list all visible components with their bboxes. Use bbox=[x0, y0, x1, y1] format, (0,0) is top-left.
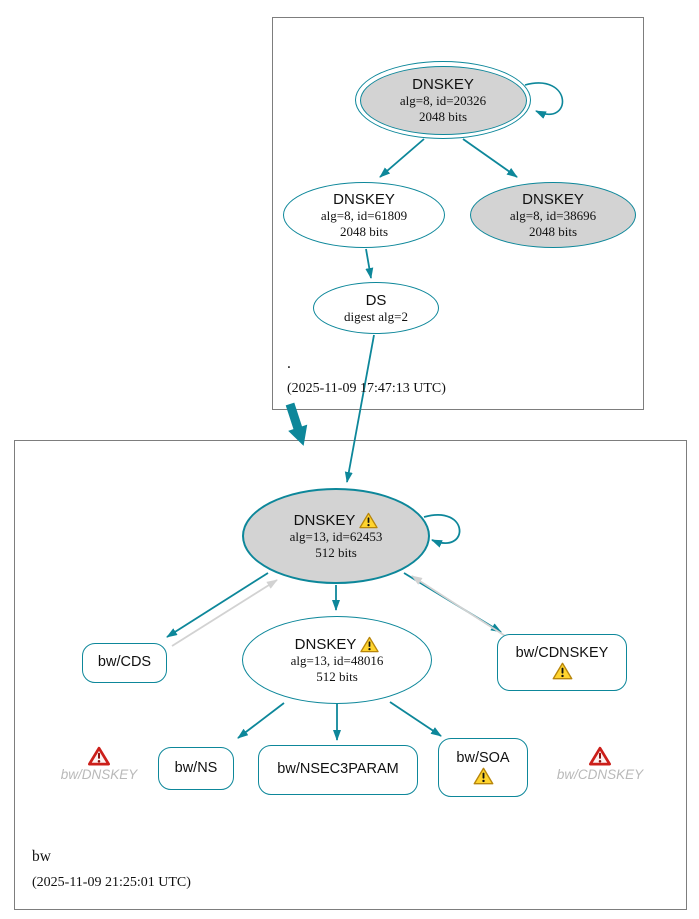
node-bw-cds[interactable]: bw/CDS bbox=[82, 643, 167, 683]
node-detail: 2048 bits bbox=[339, 223, 389, 239]
error-icon bbox=[589, 746, 611, 766]
node-title: DS bbox=[365, 291, 387, 309]
node-bw-ns[interactable]: bw/NS bbox=[158, 747, 234, 790]
node-label: bw/NSEC3PARAM bbox=[277, 761, 399, 778]
root-zone-timestamp: (2025-11-09 17:47:13 UTC) bbox=[287, 381, 446, 396]
node-title: DNSKEY bbox=[522, 190, 584, 208]
root-zone-name: . bbox=[287, 355, 291, 372]
node-title: DNSKEY bbox=[333, 190, 395, 208]
node-label: bw/CDS bbox=[97, 654, 152, 671]
node-title: DNSKEY bbox=[412, 75, 474, 93]
warning-icon bbox=[360, 636, 380, 653]
node-detail: alg=8, id=38696 bbox=[509, 208, 597, 224]
node-label: bw/SOA bbox=[456, 749, 510, 766]
node-root-dnskey-20326[interactable]: DNSKEY alg=8, id=20326 2048 bits bbox=[355, 61, 531, 139]
node-detail: alg=8, id=61809 bbox=[320, 208, 408, 224]
node-title: DNSKEY bbox=[294, 635, 357, 653]
root-zone-box bbox=[272, 17, 644, 410]
node-detail: 2048 bits bbox=[528, 223, 578, 239]
warning-icon bbox=[552, 662, 573, 680]
node-bw-cdnskey[interactable]: bw/CDNSKEY bbox=[497, 634, 627, 691]
node-detail: 2048 bits bbox=[418, 108, 468, 124]
node-root-ds[interactable]: DS digest alg=2 bbox=[313, 282, 439, 334]
node-label: bw/NS bbox=[174, 759, 218, 776]
node-detail: alg=13, id=62453 bbox=[289, 529, 383, 545]
node-label: bw/CDNSKEY bbox=[515, 644, 609, 661]
error-icon bbox=[88, 746, 110, 766]
warning-icon bbox=[359, 512, 379, 529]
bw-zone-name: bw bbox=[32, 848, 51, 865]
node-detail: digest alg=2 bbox=[343, 308, 409, 324]
node-root-dnskey-20326-inner: DNSKEY alg=8, id=20326 2048 bits bbox=[359, 65, 527, 135]
node-bw-soa[interactable]: bw/SOA bbox=[438, 738, 528, 797]
node-detail: 512 bits bbox=[316, 668, 358, 684]
node-title: DNSKEY bbox=[293, 511, 356, 529]
node-detail: alg=13, id=48016 bbox=[290, 653, 384, 669]
warning-icon bbox=[473, 767, 494, 785]
node-root-dnskey-61809[interactable]: DNSKEY alg=8, id=61809 2048 bits bbox=[283, 182, 445, 248]
node-bw-nsec3param[interactable]: bw/NSEC3PARAM bbox=[258, 745, 418, 795]
node-root-dnskey-38696[interactable]: DNSKEY alg=8, id=38696 2048 bits bbox=[470, 182, 636, 248]
node-label: bw/CDNSKEY bbox=[556, 767, 644, 782]
node-detail: 512 bits bbox=[315, 544, 357, 560]
node-bw-cdnskey-missing[interactable]: bw/CDNSKEY bbox=[535, 746, 665, 783]
node-label: bw/DNSKEY bbox=[60, 767, 138, 782]
bw-zone-timestamp: (2025-11-09 21:25:01 UTC) bbox=[32, 875, 191, 890]
node-detail: alg=8, id=20326 bbox=[399, 93, 487, 109]
node-bw-dnskey-62453[interactable]: DNSKEY alg=13, id=62453 512 bits bbox=[242, 488, 430, 584]
node-bw-dnskey-missing[interactable]: bw/DNSKEY bbox=[39, 746, 159, 783]
node-bw-dnskey-48016[interactable]: DNSKEY alg=13, id=48016 512 bits bbox=[242, 616, 432, 704]
